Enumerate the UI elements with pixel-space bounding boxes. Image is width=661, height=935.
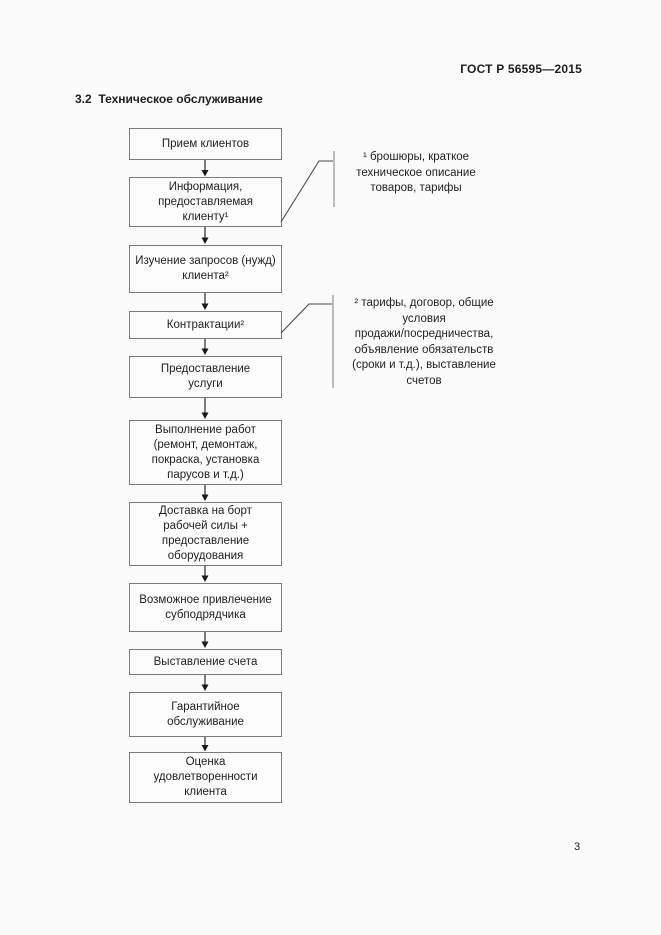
flow-box-label: Информация, предоставляемая клиенту¹: [158, 180, 253, 223]
flow-arrow: [201, 566, 209, 582]
flow-arrow: [201, 160, 209, 177]
flow-box-label: Гарантийное обслуживание: [167, 700, 244, 728]
flow-box-informaciya: Информация, предоставляемая клиенту¹: [129, 177, 282, 227]
footnote-annotation-1: ¹ брошюры, краткое техническое описание …: [356, 151, 476, 194]
flow-arrow: [201, 675, 209, 691]
flow-box-vypolnenie-rabot: Выполнение работ (ремонт, демонтаж, покр…: [129, 420, 282, 485]
flow-box-label: Изучение запросов (нужд) клиента²: [135, 255, 276, 282]
flow-arrow: [201, 293, 209, 310]
flow-box-privlechenie-subpodryadchika: Возможное привлечение субподрядчика: [129, 583, 282, 632]
flow-box-label: Предоставление услуги: [160, 363, 251, 390]
flow-box-garantiynoe-obsluzhivanie: Гарантийное обслуживание: [129, 692, 282, 737]
flow-box-vystavlenie-scheta: Выставление счета: [129, 649, 282, 675]
flow-box-label: Оценка удовлетворенности клиента: [153, 756, 258, 798]
flow-box-label: Выполнение работ (ремонт, демонтаж, покр…: [151, 423, 260, 481]
flow-box-izuchenie-zaprosov: Изучение запросов (нужд) клиента²: [129, 245, 282, 293]
flow-box-label: Контрактации²: [166, 318, 245, 331]
flow-arrow: [201, 737, 209, 752]
flow-box-ocenka-udovletvorennosti: Оценка удовлетворенности клиента: [129, 752, 282, 803]
flow-arrow: [201, 227, 209, 244]
flow-box-label: Выставление счета: [153, 655, 258, 668]
flow-box-label: Доставка на борт рабочей силы + предоста…: [159, 505, 252, 562]
section-title: 3.2 Техническое обслуживание: [75, 92, 263, 106]
flow-arrow: [201, 632, 209, 648]
flow-arrow: [201, 398, 209, 419]
flow-box-priem-klientov: Прием клиентов: [129, 128, 282, 160]
document-header: ГОСТ Р 56595—2015: [460, 62, 582, 76]
callout-connector-2: [280, 303, 332, 334]
callout-connector-1: [280, 160, 333, 223]
page-number: 3: [573, 841, 581, 853]
flow-box-kontraktacii: Контрактации²: [129, 311, 282, 339]
flow-arrow: [201, 485, 209, 501]
flow-box-label: Возможное привлечение субподрядчика: [139, 593, 272, 621]
flow-arrow: [201, 339, 209, 355]
flow-box-predostavlenie-uslugi: Предоставление услуги: [129, 356, 282, 398]
footnote-annotation-2: ² тарифы, договор, общие условия продажи…: [352, 297, 496, 387]
flow-box-dostavka-na-bort: Доставка на борт рабочей силы + предоста…: [129, 502, 282, 566]
flow-box-label: Прием клиентов: [161, 137, 250, 150]
